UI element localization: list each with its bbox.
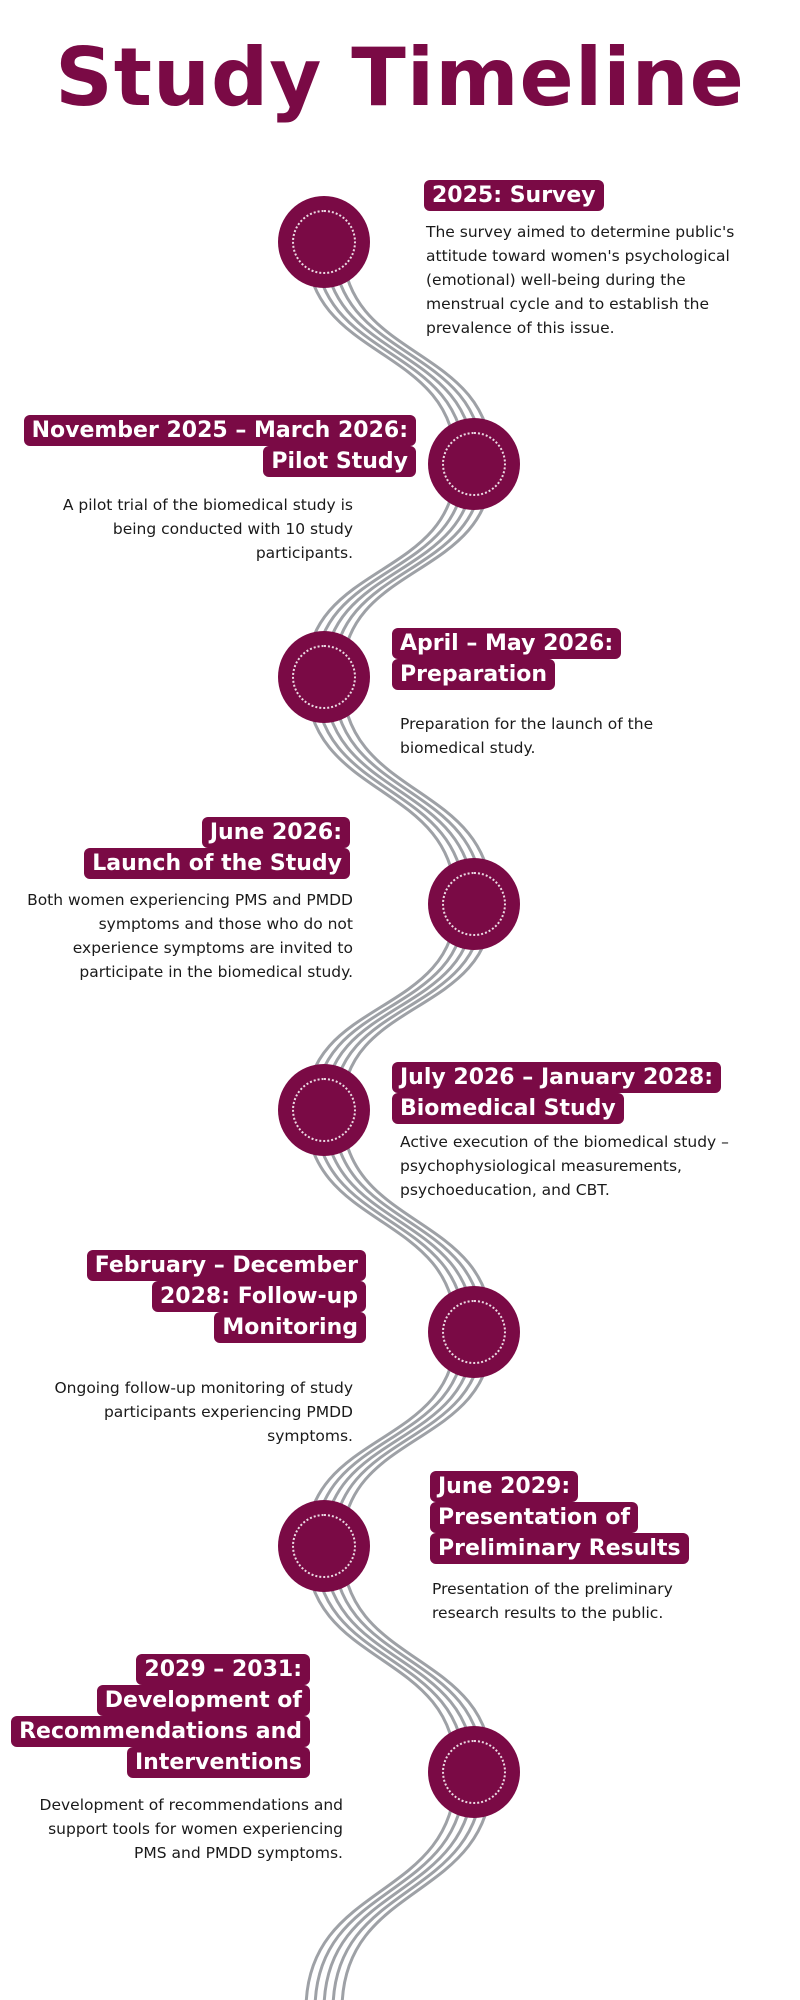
timeline-node-6 [428, 1286, 520, 1378]
timeline-node-1 [278, 196, 370, 288]
milestone-label-7: June 2029: Presentation of Preliminary R… [430, 1471, 689, 1564]
milestone-label-line: Preparation [392, 659, 556, 690]
milestone-label-6: February – December 2028: Follow-up Moni… [86, 1250, 366, 1343]
timeline-node-7 [278, 1500, 370, 1592]
milestone-label-line: June 2026: [201, 817, 350, 848]
milestone-label-line: April – May 2026: [392, 628, 622, 659]
timeline-node-5 [278, 1064, 370, 1156]
milestone-label-line: 2029 – 2031: [136, 1654, 310, 1685]
timeline-node-8 [428, 1726, 520, 1818]
milestone-label-line: Pilot Study [263, 446, 416, 477]
milestone-label-1: 2025: Survey [424, 180, 604, 211]
milestone-label-3: April – May 2026: Preparation [392, 628, 622, 690]
milestone-description-2: A pilot trial of the biomedical study is… [62, 496, 353, 562]
milestone-description-8: Development of recommendations and suppo… [39, 1796, 343, 1862]
milestone-label-line: Monitoring [214, 1312, 366, 1343]
milestone-label-line: Recommendations and [11, 1716, 310, 1747]
milestone-label-line: June 2029: [430, 1471, 579, 1502]
milestone-description-3: Preparation for the launch of the biomed… [400, 715, 654, 757]
milestone-label-line: Launch of the Study [84, 848, 350, 879]
milestone-label-line: 2028: Follow-up [152, 1281, 366, 1312]
milestone-label-line: Preliminary Results [430, 1533, 689, 1564]
milestone-label-line: Presentation of [430, 1502, 639, 1533]
milestone-label-line: July 2026 – January 2028: [392, 1062, 722, 1093]
timeline-node-4 [428, 858, 520, 950]
milestone-label-5: July 2026 – January 2028: Biomedical Stu… [392, 1062, 722, 1124]
milestone-label-line: November 2025 – March 2026: [23, 415, 416, 446]
milestone-label-line: Development of [96, 1685, 310, 1716]
milestone-description-6: Ongoing follow-up monitoring of study pa… [54, 1379, 353, 1445]
milestone-label-line: Interventions [127, 1747, 310, 1778]
milestone-description-4: Both women experiencing PMS and PMDD sym… [27, 891, 353, 981]
milestone-label-line: February – December [86, 1250, 366, 1281]
page-title: Study Timeline [55, 31, 745, 124]
milestone-description-1: The survey aimed to determine public's a… [426, 223, 735, 337]
milestone-description-5: Active execution of the biomedical study… [400, 1133, 729, 1199]
milestone-label-line: Biomedical Study [392, 1093, 624, 1124]
milestone-label-2: November 2025 – March 2026: Pilot Study [23, 415, 416, 477]
milestone-label-8: 2029 – 2031: Development of Recommendati… [11, 1654, 310, 1778]
milestone-label-4: June 2026: Launch of the Study [84, 817, 350, 879]
milestone-description-7: Presentation of the preliminary research… [432, 1580, 673, 1622]
milestone-label-line: 2025: Survey [424, 180, 604, 211]
timeline-node-3 [278, 631, 370, 723]
timeline-node-2 [428, 418, 520, 510]
